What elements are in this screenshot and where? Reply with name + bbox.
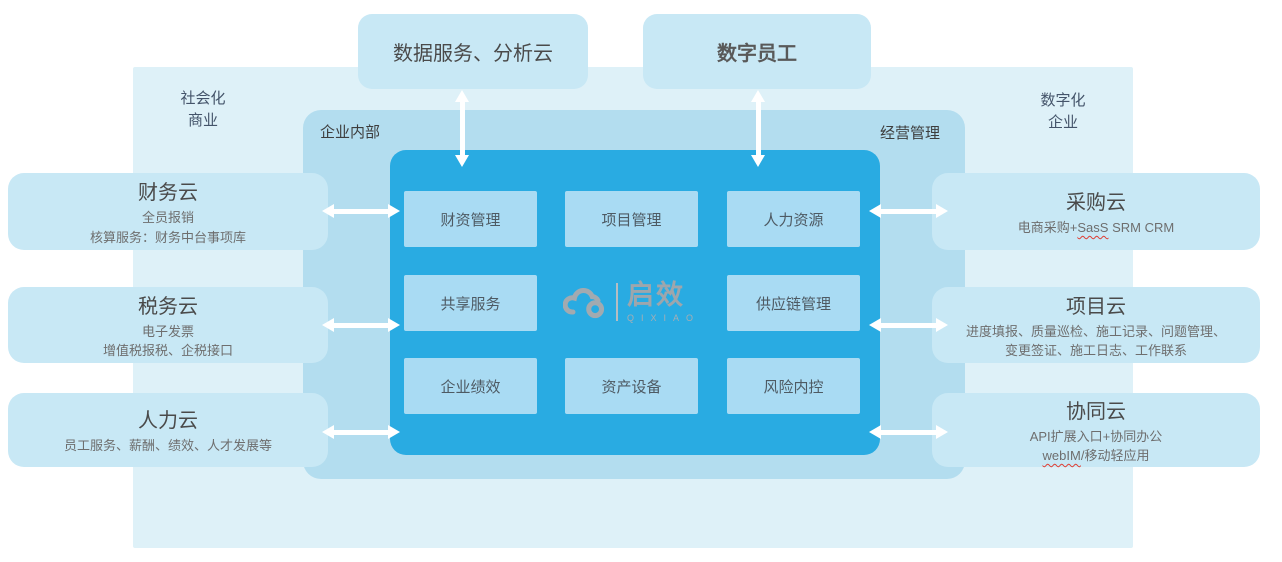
arrow-down-head-icon (455, 155, 469, 167)
collaboration-line-suffix: /移动轻应用 (1080, 448, 1150, 463)
arrow-left-head-icon (322, 425, 334, 439)
hr-cloud-card: 人力云 员工服务、薪酬、绩效、人才发展等 (8, 393, 328, 467)
label-enterprise-internal: 企业内部 (320, 124, 381, 141)
procurement-cloud-line1: 电商采购+SasS SRM CRM (1018, 218, 1174, 238)
label-social-business: 社会化 商业 (143, 88, 263, 132)
qixiao-cloud-icon (563, 288, 605, 319)
project-cloud-line2: 变更签证、施工日志、工作联系 (1004, 343, 1187, 358)
procurement-line-misspelled: SasS (1077, 219, 1109, 235)
tax-cloud-line1: 电子发票 (141, 323, 194, 339)
arrow-shaft (334, 429, 388, 435)
cell-supply-chain-management: 供应链管理 (727, 275, 860, 331)
finance-cloud-line2: 核算服务：财务中台事项库 (89, 229, 246, 245)
arrow-shaft (881, 429, 936, 435)
arrow-up-head-icon (751, 90, 765, 102)
arrow-down-head-icon (751, 155, 765, 167)
arrow-up-head-icon (455, 90, 469, 102)
tax-cloud-card: 税务云 电子发票 增值税报税、企税接口 (8, 287, 328, 363)
label-social-business-line2: 商业 (187, 111, 218, 129)
qixiao-logo: 启效 QIXIAO (563, 272, 700, 332)
collaboration-cloud-line2: webIM/移动轻应用 (1043, 446, 1150, 466)
logo-latin-name: QIXIAO (626, 312, 700, 323)
arrow-right-head-icon (936, 204, 948, 218)
hr-cloud-title: 人力云 (138, 410, 198, 433)
cell-treasury-management: 财资管理 (404, 191, 537, 247)
arrow-shaft (881, 208, 936, 214)
arrow-right-head-icon (388, 318, 400, 332)
label-social-business-line1: 社会化 (180, 90, 226, 107)
arrow-shaft (881, 322, 936, 328)
arrow-left-head-icon (869, 204, 881, 218)
digital-employee-card: 数字员工 (643, 14, 871, 89)
arrow-digital-employee-to-core (751, 90, 765, 167)
project-cloud-card: 项目云 进度填报、质量巡检、施工记录、问题管理、 变更签证、施工日志、工作联系 (932, 287, 1260, 363)
label-digital-enterprise: 数字化 企业 (1003, 90, 1123, 134)
arrow-core-to-procurement (869, 204, 948, 218)
procurement-line-prefix: 电商采购+ (1017, 219, 1078, 235)
collaboration-cloud-line1: API扩展入口+协同办公 (1029, 428, 1163, 444)
label-business-management: 经营管理 (880, 125, 941, 142)
hr-cloud-line1: 员工服务、薪酬、绩效、人才发展等 (63, 438, 272, 454)
logo-text-block: 启效 QIXIAO (626, 279, 700, 323)
collaboration-cloud-card: 协同云 API扩展入口+协同办公 webIM/移动轻应用 (932, 393, 1260, 467)
arrow-shaft (459, 102, 465, 155)
arrow-left-head-icon (322, 318, 334, 332)
cell-project-management: 项目管理 (565, 191, 698, 247)
arrow-shaft (334, 208, 388, 214)
project-cloud-title: 项目云 (1066, 295, 1126, 318)
finance-cloud-title: 财务云 (138, 182, 198, 204)
label-digital-enterprise-line1: 数字化 (1040, 92, 1086, 109)
project-cloud-line1: 进度填报、质量巡检、施工记录、问题管理、 (965, 323, 1226, 339)
cell-enterprise-performance: 企业绩效 (404, 358, 537, 414)
arrow-shaft (755, 102, 761, 155)
cell-human-resources: 人力资源 (727, 191, 860, 247)
procurement-line-suffix: SRM CRM (1108, 219, 1175, 235)
logo-wordmark: 启效 (626, 279, 685, 310)
label-digital-enterprise-line2: 企业 (1047, 113, 1078, 131)
procurement-cloud-title: 采购云 (1066, 191, 1126, 214)
tax-cloud-line2: 增值税报税、企税接口 (102, 343, 233, 358)
arrow-right-head-icon (936, 318, 948, 332)
arrow-shaft (334, 322, 388, 328)
arrow-right-head-icon (388, 425, 400, 439)
data-analytics-cloud-card: 数据服务、分析云 (358, 14, 588, 89)
tax-cloud-title: 税务云 (138, 295, 198, 318)
logo-divider (616, 283, 618, 321)
cell-asset-equipment: 资产设备 (565, 358, 698, 414)
arrow-right-head-icon (388, 204, 400, 218)
procurement-cloud-card: 采购云 电商采购+SasS SRM CRM (932, 173, 1260, 250)
collaboration-line-misspelled: webIM (1042, 448, 1081, 463)
arrow-core-to-collaboration (869, 425, 948, 439)
arrow-tax-to-core (322, 318, 400, 332)
arrow-right-head-icon (936, 425, 948, 439)
arrow-analytics-to-core (455, 90, 469, 167)
cell-risk-internal-control: 风险内控 (727, 358, 860, 414)
arrow-left-head-icon (869, 425, 881, 439)
arrow-hr-to-core (322, 425, 400, 439)
arrow-left-head-icon (322, 204, 334, 218)
cell-shared-services: 共享服务 (404, 275, 537, 331)
arrow-finance-to-core (322, 204, 400, 218)
finance-cloud-card: 财务云 全员报销 核算服务：财务中台事项库 (8, 173, 328, 250)
arrow-left-head-icon (869, 318, 881, 332)
collaboration-cloud-title: 协同云 (1066, 400, 1126, 423)
finance-cloud-line1: 全员报销 (141, 210, 194, 225)
arrow-core-to-project (869, 318, 948, 332)
